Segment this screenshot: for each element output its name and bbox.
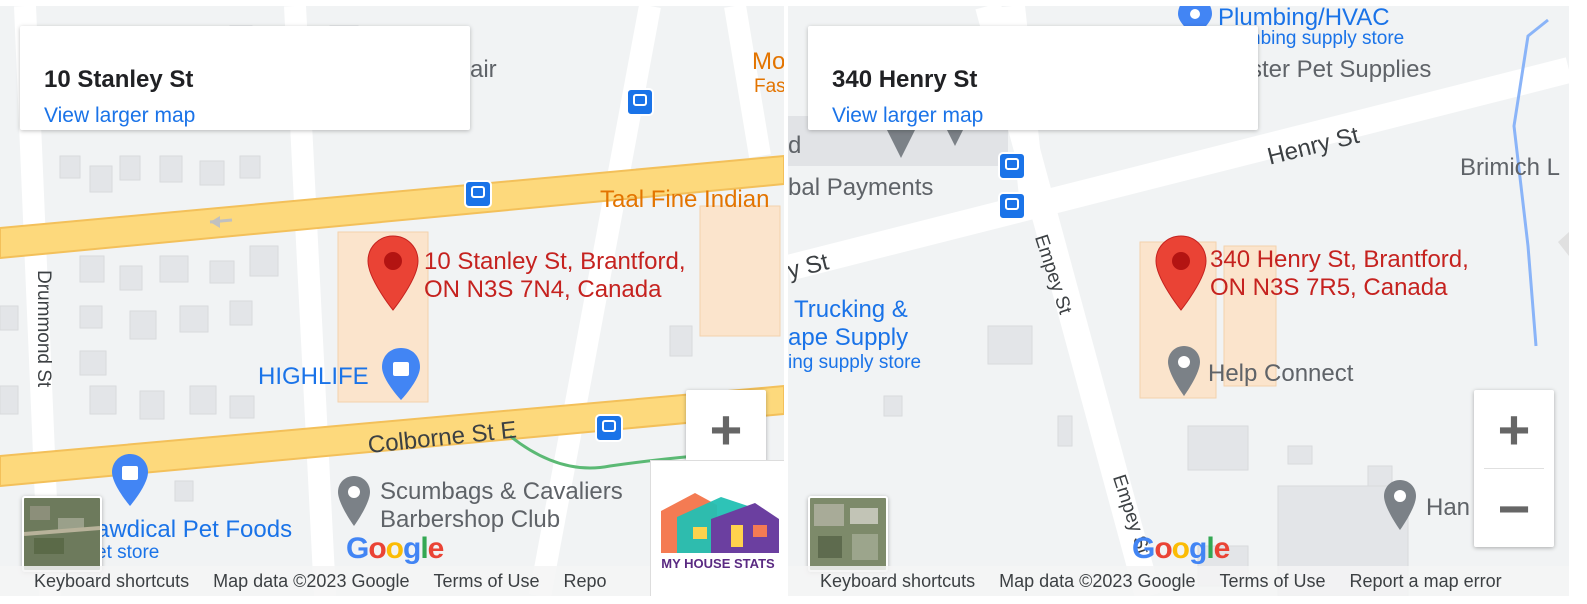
poi-trucking-sub: ing supply store (788, 352, 922, 373)
pin-label-line2: ON N3S 7N4, Canada (424, 276, 662, 303)
street-drummond: Drummond St (33, 270, 54, 388)
pin-label-line1: 340 Henry St, Brantford, (1210, 246, 1469, 273)
info-card: 10 Stanley St View larger map (20, 26, 470, 130)
bus-stop-icon[interactable] (464, 180, 492, 208)
zoom-control: + − (1474, 390, 1554, 547)
view-larger-map-link[interactable]: View larger map (832, 104, 984, 127)
satellite-toggle[interactable] (808, 496, 888, 572)
terms-link[interactable]: Terms of Use (1219, 570, 1326, 591)
poi-ham[interactable]: Han (1426, 494, 1471, 521)
pin-label-line2: ON N3S 7R5, Canada (1210, 274, 1448, 301)
poi-pawdical[interactable]: awdical Pet Foods (96, 516, 293, 543)
poi-air[interactable]: air (470, 56, 497, 83)
poi-plumbing-sub: nbing supply store (1250, 28, 1405, 49)
bus-stop-icon[interactable] (595, 414, 623, 442)
map-footer: Keyboard shortcuts Map data ©2023 Google… (788, 566, 1569, 596)
google-logo: Google (346, 532, 444, 565)
zoom-control: + (686, 390, 766, 468)
bus-stop-icon[interactable] (998, 152, 1026, 180)
satellite-thumbnail-icon (810, 498, 886, 570)
poi-help-connect[interactable]: Help Connect (1208, 360, 1354, 387)
location-pin-icon[interactable] (366, 234, 420, 312)
poi-trucking-line1[interactable]: Trucking & (794, 296, 908, 323)
zoom-out-button[interactable]: − (1497, 476, 1531, 540)
terms-link[interactable]: Terms of Use (433, 570, 540, 591)
zoom-in-button[interactable]: + (1497, 397, 1531, 461)
view-larger-map-link[interactable]: View larger map (44, 104, 196, 127)
my-house-stats-logo: MY HOUSE STATS (650, 460, 784, 596)
info-card: 340 Henry St View larger map (808, 26, 1258, 130)
bus-stop-icon[interactable] (626, 88, 654, 116)
poi-taal[interactable]: Taal Fine Indian (600, 186, 770, 213)
report-map-error-link[interactable]: Report a map error (1349, 570, 1502, 591)
pin-label-line1: 10 Stanley St, Brantford, (424, 248, 686, 275)
zoom-in-button[interactable]: + (709, 397, 743, 461)
poi-pet-supplies[interactable]: ster Pet Supplies (1250, 56, 1432, 83)
keyboard-shortcuts-link[interactable]: Keyboard shortcuts (820, 570, 976, 591)
poi-trucking-line2[interactable]: ape Supply (788, 324, 909, 351)
zoom-divider (1484, 468, 1544, 469)
satellite-thumbnail-icon (24, 498, 100, 570)
satellite-toggle[interactable] (22, 496, 102, 572)
poi-mo[interactable]: Mo (752, 48, 784, 75)
poi-brimich[interactable]: Brimich L (1460, 154, 1561, 181)
card-address: 340 Henry St (832, 66, 978, 93)
place-marker-icon[interactable] (1382, 478, 1418, 532)
poi-pawdical-sub: et store (96, 542, 160, 563)
place-marker-icon[interactable] (336, 474, 372, 528)
house-logo-icon (661, 493, 779, 553)
map-right[interactable]: Henry St y St Empey St Empey St Plumbing… (788, 6, 1569, 596)
logo-text: MY HOUSE STATS (661, 556, 775, 571)
poi-scumbags-line2[interactable]: Barbershop Club (380, 506, 561, 533)
poi-highlife[interactable]: HIGHLIFE (258, 363, 369, 390)
shopping-bag-icon[interactable] (110, 452, 150, 508)
card-address: 10 Stanley St (44, 66, 194, 93)
keyboard-shortcuts-link[interactable]: Keyboard shortcuts (34, 570, 190, 591)
google-logo: Google (1132, 532, 1230, 565)
poi-payments[interactable]: bal Payments (788, 174, 934, 201)
poi-scumbags-line1[interactable]: Scumbags & Cavaliers (380, 478, 623, 505)
map-left[interactable]: Colborne St E Drummond St Taal Fine Indi… (0, 6, 784, 596)
bus-stop-icon[interactable] (998, 192, 1026, 220)
place-marker-icon[interactable] (884, 124, 918, 160)
place-marker-icon[interactable] (1166, 344, 1202, 398)
report-link[interactable]: Repo (563, 570, 607, 591)
poi-d[interactable]: d (788, 132, 802, 159)
map-data-text: Map data ©2023 Google (213, 570, 410, 591)
map-data-text: Map data ©2023 Google (999, 570, 1196, 591)
shopping-bag-icon[interactable] (380, 346, 422, 402)
location-pin-icon[interactable] (1154, 234, 1208, 312)
poi-fas[interactable]: Fas (754, 76, 784, 97)
